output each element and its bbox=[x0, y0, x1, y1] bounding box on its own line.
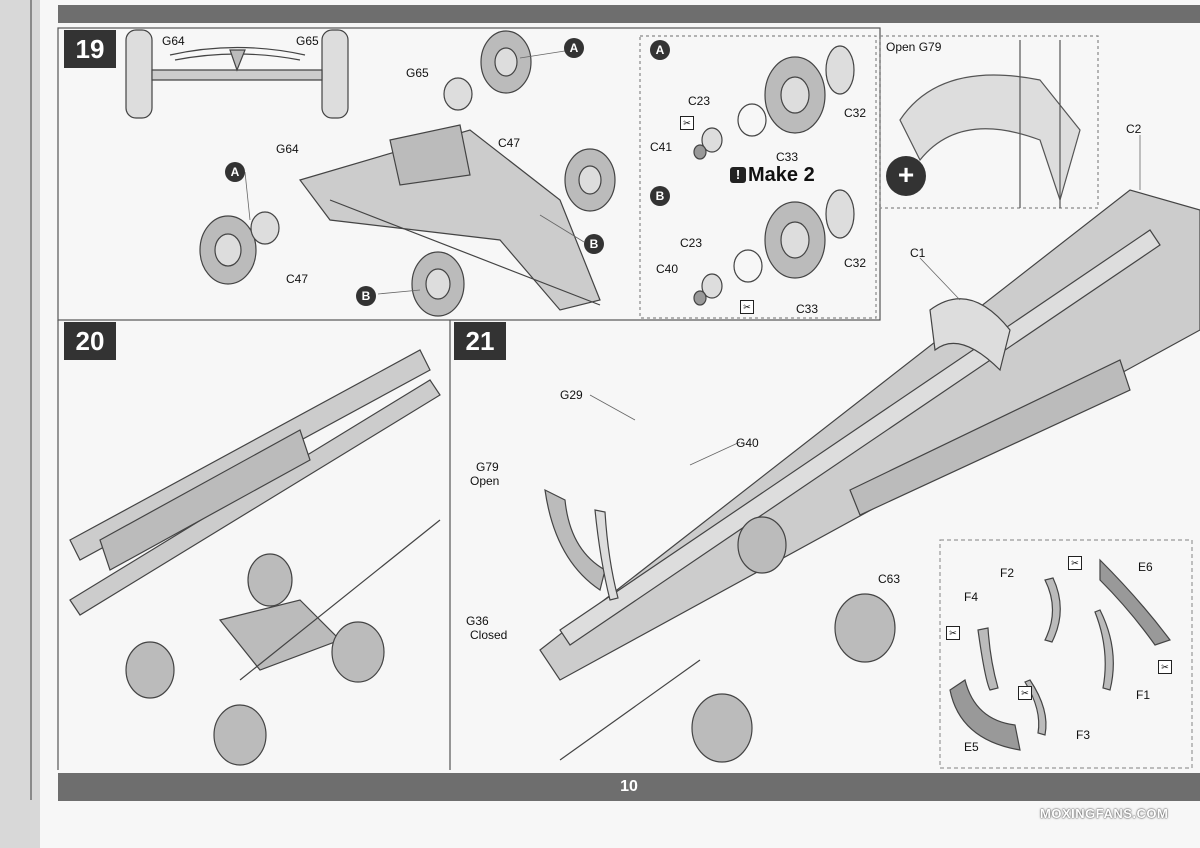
marker-b-bottom: B bbox=[356, 286, 376, 306]
part-f4: F4 bbox=[964, 590, 979, 604]
sub-a-c23: C23 bbox=[688, 94, 711, 108]
page-binding bbox=[0, 0, 40, 848]
part-g40: G40 bbox=[736, 436, 759, 450]
part-f3: F3 bbox=[1076, 728, 1091, 742]
zoom-plus-icon: + bbox=[886, 156, 926, 196]
part-g29: G29 bbox=[560, 388, 583, 402]
cut-icon: ✂ bbox=[740, 300, 754, 314]
sub-b-c40: C40 bbox=[656, 262, 679, 276]
make-2-text: Make 2 bbox=[748, 164, 815, 186]
g79-open-label: Open bbox=[470, 474, 500, 488]
step-21-badge: 21 bbox=[454, 322, 506, 360]
step21-drawing bbox=[539, 189, 1200, 763]
step20-drawing bbox=[69, 349, 441, 766]
sub-b-c32: C32 bbox=[844, 256, 867, 270]
open-g79-panel bbox=[879, 35, 1099, 209]
part-e6: E6 bbox=[1138, 560, 1153, 574]
sub-a-c41: C41 bbox=[650, 140, 673, 154]
sub-a-c32: C32 bbox=[844, 106, 867, 120]
g36-closed-label: Closed bbox=[470, 628, 508, 642]
step19-subpanel bbox=[639, 35, 877, 319]
top-bar bbox=[58, 5, 1200, 23]
part-c2: C2 bbox=[1126, 122, 1142, 136]
part-e5: E5 bbox=[964, 740, 979, 754]
part-f2: F2 bbox=[1000, 566, 1015, 580]
sub-b-c23: C23 bbox=[680, 236, 703, 250]
part-g64: G64 bbox=[276, 142, 299, 156]
watermark: MOXINGFANS.COM bbox=[1040, 806, 1169, 821]
make-2-note: !Make 2 bbox=[730, 164, 815, 187]
part-g65: G65 bbox=[406, 66, 429, 80]
step-20-badge: 20 bbox=[64, 322, 116, 360]
step21-detail-panel bbox=[939, 539, 1193, 769]
marker-a-top: A bbox=[564, 38, 584, 58]
axle-sketch bbox=[125, 29, 349, 119]
cut-icon: ✂ bbox=[680, 116, 694, 130]
bottom-bar: 10 bbox=[58, 773, 1200, 801]
cut-icon: ✂ bbox=[946, 626, 960, 640]
part-c47-a: C47 bbox=[498, 136, 521, 150]
marker-a-left: A bbox=[225, 162, 245, 182]
cut-icon: ✂ bbox=[1018, 686, 1032, 700]
sub-b-c33: C33 bbox=[796, 302, 819, 316]
part-f1: F1 bbox=[1136, 688, 1151, 702]
step-19-badge: 19 bbox=[64, 30, 116, 68]
part-g64-top: G64 bbox=[162, 34, 185, 48]
sub-marker-b: B bbox=[650, 186, 670, 206]
sub-marker-a: A bbox=[650, 40, 670, 60]
wheel-subassembly-a bbox=[693, 45, 855, 160]
part-g79: G79 bbox=[476, 460, 499, 474]
cut-icon: ✂ bbox=[1068, 556, 1082, 570]
open-g79-detail bbox=[899, 40, 1081, 208]
part-g36: G36 bbox=[466, 614, 489, 628]
step21-detail-parts bbox=[949, 558, 1171, 751]
cut-icon: ✂ bbox=[1158, 660, 1172, 674]
step19-chassis bbox=[199, 30, 616, 317]
warning-icon: ! bbox=[730, 167, 746, 183]
page-number: 10 bbox=[620, 778, 638, 795]
part-c63: C63 bbox=[878, 572, 901, 586]
sub-a-c33: C33 bbox=[776, 150, 799, 164]
marker-b-right: B bbox=[584, 234, 604, 254]
part-c47-b: C47 bbox=[286, 272, 309, 286]
part-c1: C1 bbox=[910, 246, 926, 260]
open-g79-label: Open G79 bbox=[886, 40, 942, 54]
part-g65-top: G65 bbox=[296, 34, 319, 48]
wheel-subassembly-b bbox=[693, 189, 855, 306]
